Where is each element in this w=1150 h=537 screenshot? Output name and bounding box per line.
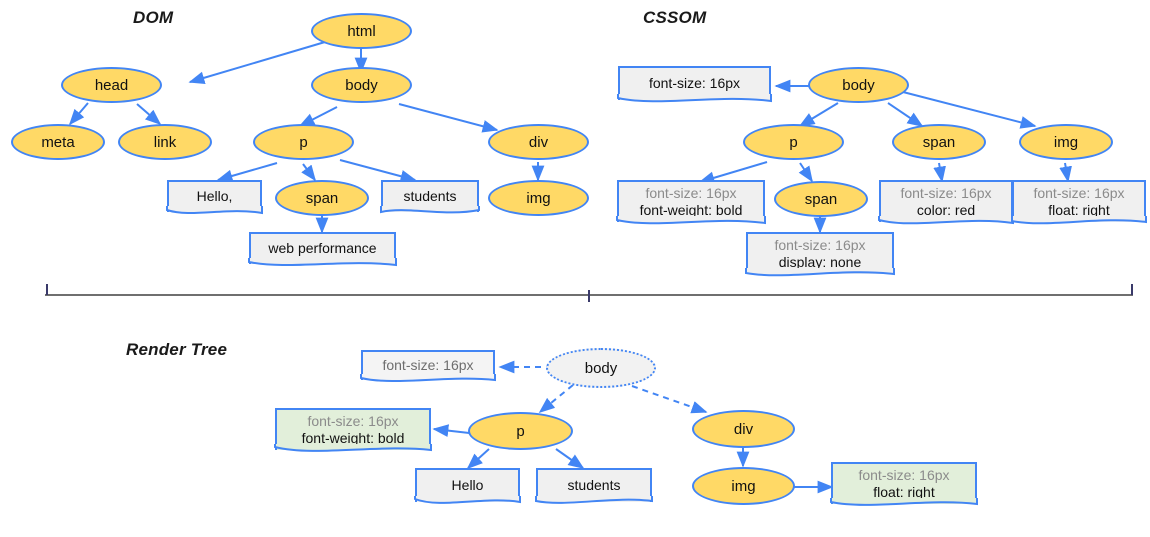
render-node-div[interactable]: div — [692, 410, 795, 448]
cssom-node-p[interactable]: p — [743, 124, 844, 160]
edge-p-hello — [216, 162, 278, 183]
render-style-box-p[interactable]: font-size: 16px font-weight: bold — [274, 408, 432, 456]
cssom-style-box-span-inner[interactable]: font-size: 16px display: none — [745, 232, 895, 280]
render-style-box-img[interactable]: font-size: 16px float: right — [830, 462, 978, 510]
cssom-style-box-body[interactable]: font-size: 16px — [617, 66, 772, 106]
cssom-node-p-label: p — [789, 133, 798, 151]
edge-cssom-body-span — [887, 102, 924, 127]
dom-node-meta-label: meta — [41, 133, 75, 151]
dom-section-title: DOM — [133, 8, 174, 27]
dom-node-link-label: link — [153, 133, 177, 151]
dom-node-meta[interactable]: meta — [11, 124, 105, 160]
cssom-node-body-label: body — [842, 76, 875, 94]
edge-head-link — [136, 103, 162, 126]
dom-text-hello[interactable]: Hello, — [166, 180, 263, 218]
render-node-img-label: img — [731, 477, 756, 495]
edge-p-students — [339, 159, 417, 183]
edge-cssom-span1-style — [933, 162, 946, 183]
render-style-img-line-1: float: right — [873, 484, 935, 500]
dom-text-webperformance[interactable]: web performance — [248, 232, 397, 270]
cssom-section-title: CSSOM — [643, 8, 707, 27]
dom-node-span[interactable]: span — [275, 180, 369, 216]
render-node-p[interactable]: p — [468, 412, 573, 450]
dom-node-body[interactable]: body — [311, 67, 412, 103]
cssom-style-box-img[interactable]: font-size: 16px float: right — [1011, 180, 1147, 228]
divider-tick-right — [1131, 284, 1133, 295]
cssom-node-span-label: span — [922, 133, 956, 151]
cssom-node-span[interactable]: span — [892, 124, 986, 160]
render-style-body-line-0: font-size: 16px — [382, 357, 474, 374]
divider-tick-center — [588, 290, 590, 302]
dom-text-students-label: students — [403, 188, 457, 205]
cssom-node-img-label: img — [1053, 133, 1079, 151]
cssom-style-img-line-0: font-size: 16px — [1033, 184, 1125, 201]
edge-cssom-body-img — [902, 91, 1037, 129]
cssom-node-span-inner[interactable]: span — [774, 181, 868, 217]
cssom-style-box-p[interactable]: font-size: 16px font-weight: bold — [616, 180, 766, 228]
render-node-p-label: p — [516, 422, 525, 440]
cssom-style-p-line-0: font-size: 16px — [645, 184, 737, 201]
render-node-body-label: body — [584, 359, 618, 377]
cssom-style-span-inner-line-1: display: none — [778, 254, 862, 270]
cssom-node-body[interactable]: body — [808, 67, 909, 103]
render-text-students[interactable]: students — [535, 468, 653, 508]
cssom-style-span-inner-line-0: font-size: 16px — [774, 236, 866, 253]
render-style-box-body[interactable]: font-size: 16px — [360, 350, 496, 386]
dom-node-span-label: span — [305, 189, 339, 207]
dom-node-img[interactable]: img — [488, 180, 589, 216]
cssom-node-span-inner-label: span — [804, 190, 838, 208]
edge-cssom-p-span — [798, 162, 813, 183]
render-section-title: Render Tree — [126, 340, 228, 359]
render-style-p-line-1: font-weight: bold — [301, 430, 405, 446]
cssom-style-img-line-1: float: right — [1048, 202, 1110, 218]
render-node-div-label: div — [733, 420, 754, 438]
dom-text-webperformance-label: web performance — [268, 240, 377, 257]
render-text-students-label: students — [567, 477, 621, 494]
edge-render-p-students — [555, 448, 585, 469]
dom-text-hello-label: Hello, — [196, 188, 233, 205]
render-node-body[interactable]: body — [546, 348, 656, 388]
edge-render-body-div — [631, 385, 708, 414]
cssom-style-box-span[interactable]: font-size: 16px color: red — [878, 180, 1014, 228]
dom-node-div-label: div — [528, 133, 549, 151]
dom-node-head[interactable]: head — [61, 67, 162, 103]
edge-render-body-p — [538, 384, 574, 414]
render-style-img-line-0: font-size: 16px — [858, 466, 950, 483]
render-text-hello[interactable]: Hello — [414, 468, 521, 508]
edge-p-span — [301, 163, 316, 182]
edge-head-meta — [68, 102, 89, 126]
render-text-hello-label: Hello — [451, 477, 484, 494]
dom-node-link[interactable]: link — [118, 124, 212, 160]
dom-node-p[interactable]: p — [253, 124, 354, 160]
cssom-style-span-line-1: color: red — [916, 202, 976, 218]
dom-node-p-label: p — [299, 133, 308, 151]
dom-node-html[interactable]: html — [311, 13, 412, 49]
render-style-p-line-0: font-size: 16px — [307, 412, 399, 429]
cssom-style-span-line-0: font-size: 16px — [900, 184, 992, 201]
dom-node-html-label: html — [347, 22, 376, 40]
dom-node-div[interactable]: div — [488, 124, 589, 160]
edge-cssom-p-style — [698, 161, 768, 185]
edge-cssom-body-p — [798, 102, 839, 127]
edge-body-div — [398, 103, 499, 133]
dom-node-img-label: img — [526, 189, 551, 207]
cssom-style-body-line-0: font-size: 16px — [648, 75, 741, 92]
dom-node-head-label: head — [94, 76, 129, 94]
render-node-img[interactable]: img — [692, 467, 795, 505]
edge-html-head — [188, 41, 326, 85]
dom-node-body-label: body — [345, 76, 378, 94]
dom-text-students[interactable]: students — [380, 180, 480, 218]
edge-render-p-hello — [466, 448, 490, 470]
cssom-style-p-line-1: font-weight: bold — [639, 202, 743, 218]
cssom-node-img[interactable]: img — [1019, 124, 1113, 160]
edge-cssom-img-style — [1059, 162, 1072, 183]
divider-tick-left — [46, 284, 48, 295]
